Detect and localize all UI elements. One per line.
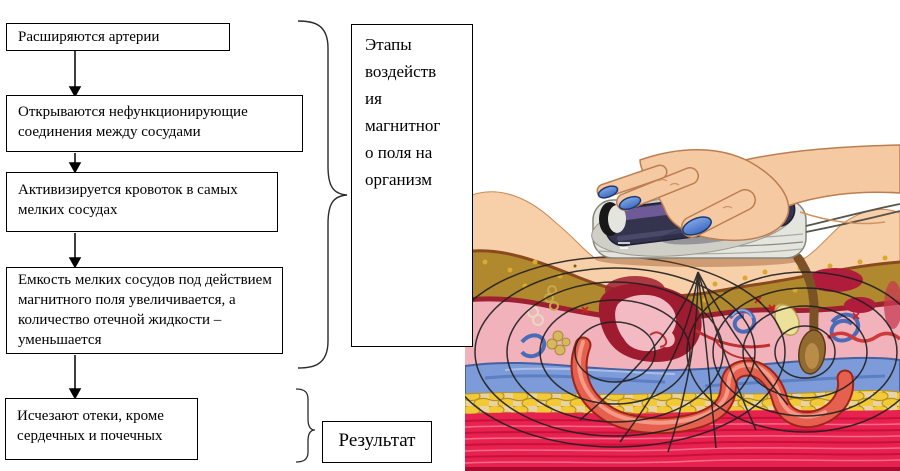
magnetotherapy-illustration: [465, 144, 900, 471]
hair-follicle: [774, 251, 826, 375]
device-label-marks: [618, 242, 630, 249]
flow-box-vessel-capacity: Емкость мелких сосудов под действием маг…: [6, 267, 283, 354]
stages-label-box: Этапы воздейств ия магнитног о поля на о…: [351, 24, 473, 347]
flowchart-connectors: [68, 20, 348, 463]
knuckle-creases: [657, 178, 733, 209]
stages-brace: [297, 20, 348, 369]
epidermis-speckles: [482, 255, 888, 303]
capillaries: [520, 296, 900, 359]
hand: [596, 144, 900, 245]
flow-box-arteries: Расширяются артерии: [6, 23, 230, 51]
flow-box-bloodflow: Активизируется кровоток в самых мелких с…: [6, 172, 278, 232]
flow-box-connections: Открываются нефункционирующие соединения…: [6, 95, 303, 152]
result-label-box: Результат: [322, 421, 432, 463]
flow-arrows: [68, 51, 82, 400]
fingernails: [597, 185, 712, 236]
skin-layers: [465, 191, 900, 471]
flow-box-edema: Исчезают отеки, кроме сердечных и почечн…: [5, 398, 198, 460]
result-brace: [295, 388, 316, 463]
device-cable: [805, 203, 900, 233]
